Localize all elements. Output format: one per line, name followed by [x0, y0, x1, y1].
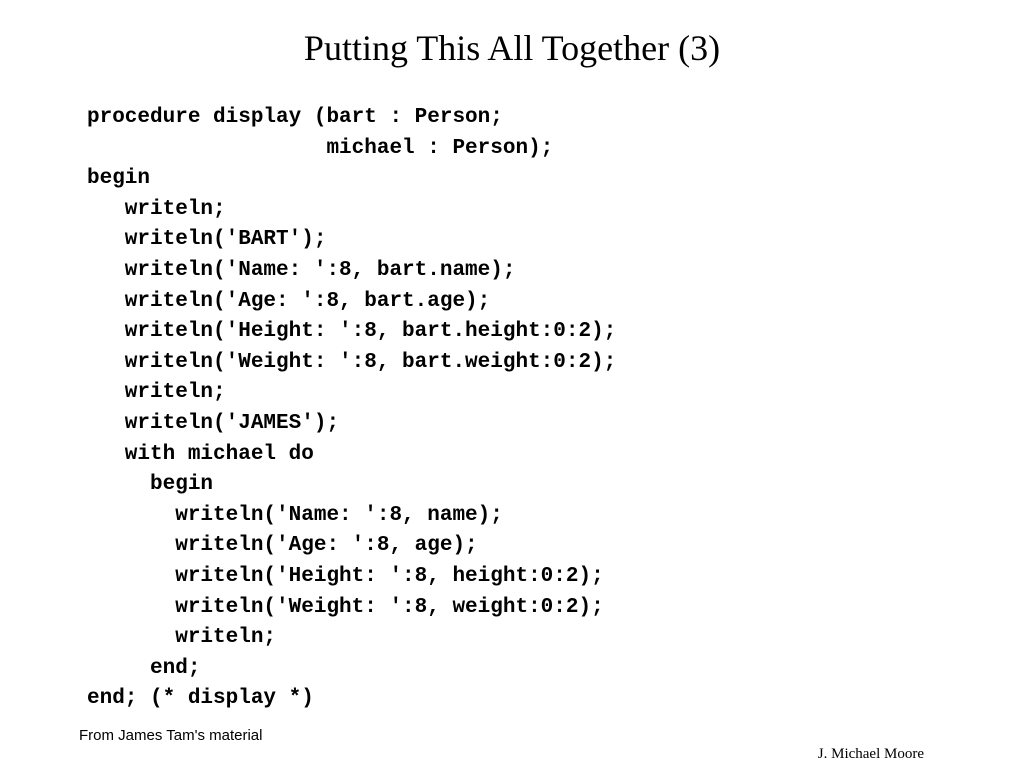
- code-line: writeln('Weight: ':8, weight:0:2);: [87, 595, 604, 619]
- source-credit: From James Tam's material: [79, 727, 263, 744]
- code-line: writeln('Age: ':8, age);: [87, 534, 478, 558]
- code-line: writeln('Height: ':8, height:0:2);: [87, 564, 604, 588]
- code-line: writeln('Name: ':8, bart.name);: [87, 258, 516, 282]
- code-line: writeln('Weight: ':8, bart.weight:0:2);: [87, 350, 617, 374]
- code-line: writeln('Height: ':8, bart.height:0:2);: [87, 320, 617, 344]
- code-line: with michael do: [87, 442, 314, 466]
- code-block: procedure display (bart : Person; michae…: [87, 103, 616, 715]
- code-line: writeln;: [87, 197, 226, 221]
- code-line: begin: [87, 167, 151, 191]
- code-line: end; (* display *): [87, 687, 314, 711]
- code-line: end;: [87, 656, 201, 680]
- code-line: writeln('Name: ':8, name);: [87, 503, 503, 527]
- code-line: writeln('JAMES');: [87, 411, 340, 435]
- code-line: writeln;: [87, 626, 277, 650]
- code-line: writeln('Age: ':8, bart.age);: [87, 289, 491, 313]
- code-line: procedure display (bart : Person;: [87, 106, 503, 129]
- code-line: writeln('BART');: [87, 228, 327, 252]
- code-line: begin: [87, 473, 214, 497]
- code-line: michael : Person);: [87, 136, 554, 160]
- slide-title: Putting This All Together (3): [303, 28, 721, 68]
- code-line: writeln;: [87, 381, 226, 405]
- author-footer: J. Michael Moore: [817, 746, 924, 762]
